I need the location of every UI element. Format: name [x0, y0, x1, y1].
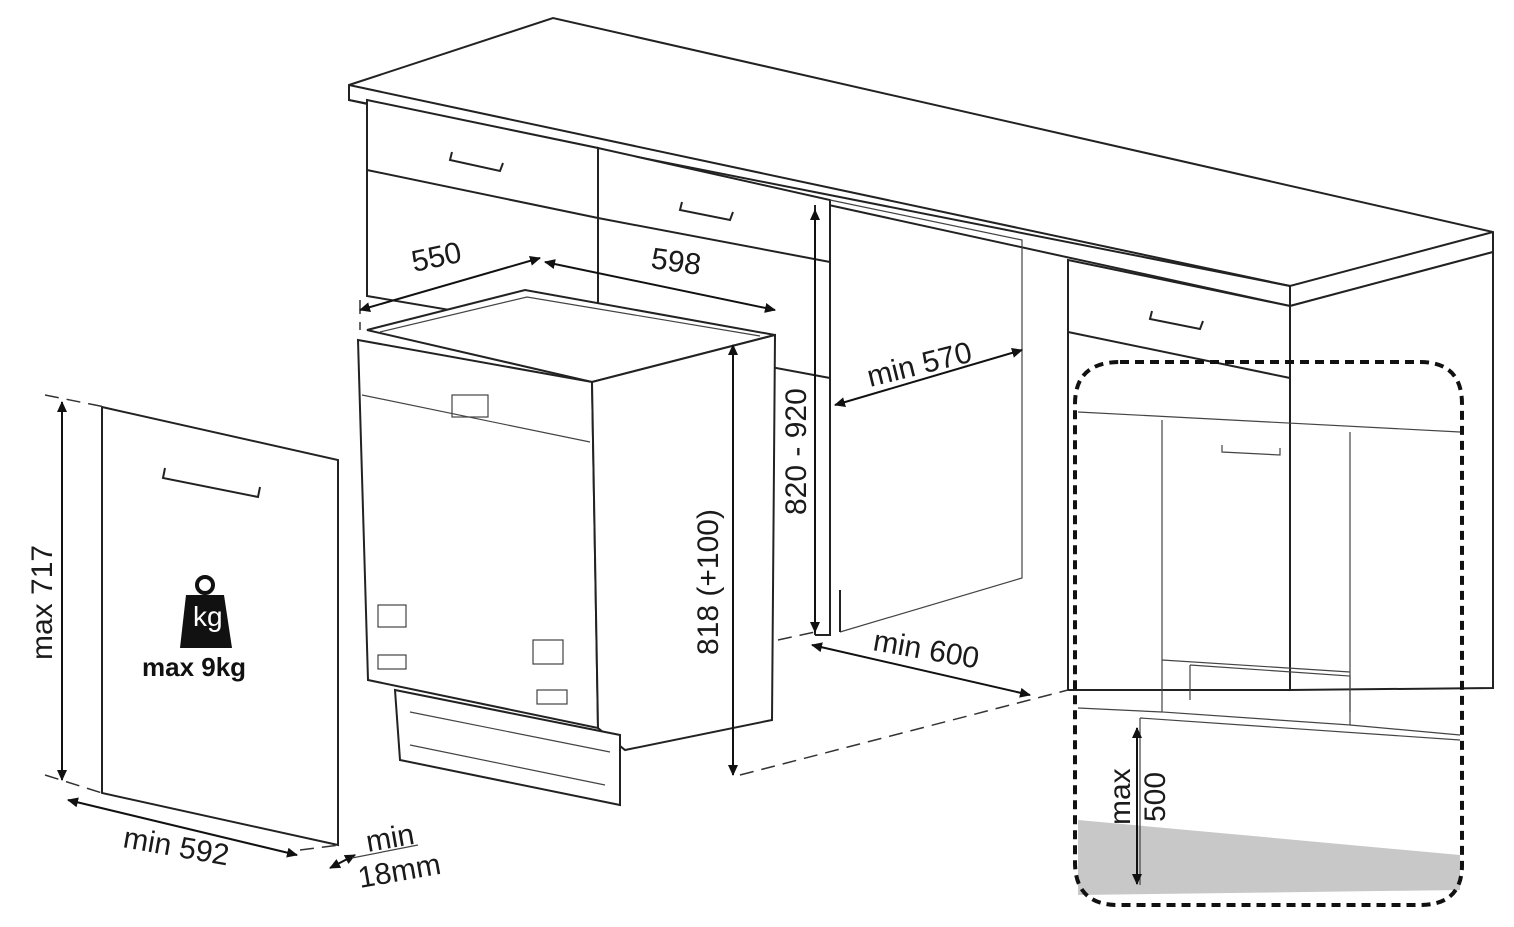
plinth-max-label: max: [1104, 768, 1137, 825]
front-port-1: [377, 604, 407, 628]
door-width-label: min 592: [121, 821, 232, 872]
drawer-handle-3: [1148, 310, 1204, 331]
cabinet-width-label: 598: [649, 242, 703, 282]
dishwasher-front: [356, 338, 600, 730]
plinth-floor-fill: [1078, 820, 1460, 895]
dishwasher-side: [590, 333, 777, 752]
arrow-cabinet-depth: [359, 255, 541, 313]
drawer-handle-1: [448, 151, 504, 173]
weight-icon-label: kg: [193, 601, 223, 632]
front-port-3: [377, 654, 407, 670]
countertop-height-label: 820 - 920: [780, 388, 813, 515]
control-latch: [451, 394, 489, 418]
niche-width-label: min 600: [871, 624, 982, 675]
door-height-label: max 717: [26, 545, 59, 660]
plinth-detail-inset: max 500: [1073, 360, 1464, 907]
kg-weight-icon: kg: [180, 575, 232, 648]
niche-back-wall: [829, 199, 1023, 633]
arrow-niche-width: [811, 642, 1031, 698]
door-weight-label: max 9kg: [142, 652, 246, 682]
arrow-niche-depth: [834, 348, 1023, 407]
appliance-height-label: 818 (+100): [692, 509, 725, 655]
arrow-cabinet-width: [544, 259, 776, 313]
door-panel: kg max 9kg: [101, 405, 339, 847]
dimension-arrows: [57, 209, 1031, 869]
front-port-2: [532, 639, 564, 665]
drawer-handle-2: [678, 201, 734, 222]
niche-depth-label: min 570: [864, 336, 976, 394]
side-panel: [1289, 250, 1494, 692]
plinth-max-value: 500: [1139, 772, 1172, 822]
front-port-4: [536, 689, 568, 705]
arrow-door-thickness: [329, 854, 356, 869]
door-handle: [161, 467, 261, 499]
inset-door-handle: [1221, 445, 1281, 456]
detail-frame: [1073, 360, 1464, 907]
arrow-door-width: [67, 797, 298, 858]
